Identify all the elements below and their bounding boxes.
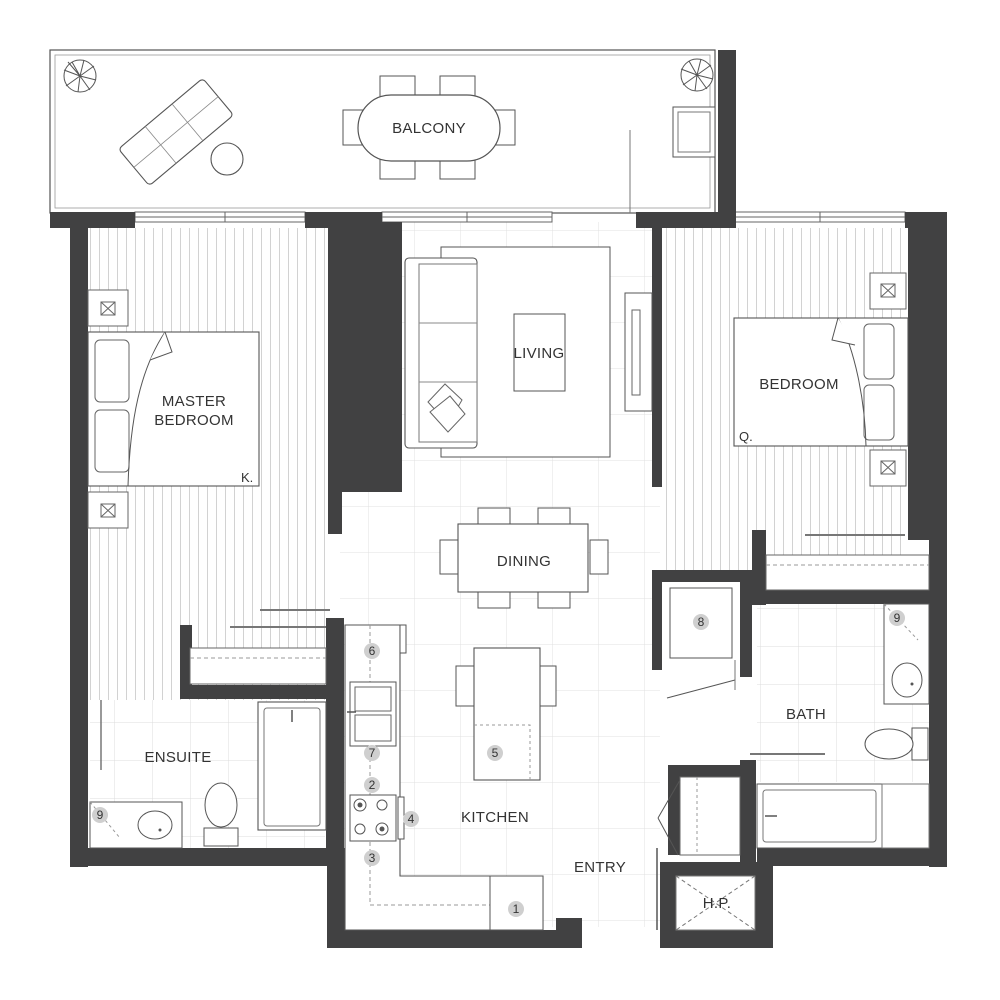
fixture-marker-9: 9	[889, 610, 905, 626]
fixture-marker-label: 7	[369, 746, 376, 760]
closet-bedroom	[765, 554, 930, 591]
plant-icon	[63, 59, 97, 93]
fixture-marker-label: 6	[369, 644, 376, 658]
living-room	[404, 246, 653, 458]
ensuite	[89, 701, 327, 849]
fixture-marker-7: 7	[364, 745, 380, 761]
fixture-marker-9: 9	[92, 807, 108, 823]
laundry	[666, 587, 736, 699]
fixture-marker-4: 4	[403, 811, 419, 827]
toilet-icon	[864, 727, 929, 761]
fixture-marker-1: 1	[508, 901, 524, 917]
label-ensuite: ENSUITE	[144, 749, 211, 766]
side-table-icon	[210, 142, 244, 176]
kitchen	[344, 624, 557, 931]
fixture-marker-label: 4	[408, 812, 415, 826]
label-master-line1: MASTER	[162, 393, 226, 410]
label-living: LIVING	[514, 345, 565, 362]
fixture-marker-5: 5	[487, 745, 503, 761]
label-dining: DINING	[497, 553, 551, 570]
label-balcony: BALCONY	[392, 120, 466, 137]
sofa-icon	[404, 257, 478, 449]
armchair-icon	[672, 106, 716, 158]
cooktop-icon	[349, 794, 397, 842]
fixture-marker-3: 3	[364, 850, 380, 866]
label-entry: ENTRY	[574, 859, 626, 876]
fixture-marker-label: 1	[513, 902, 520, 916]
fixture-marker-label: 3	[369, 851, 376, 865]
balcony-dining-set-icon	[342, 75, 516, 180]
closet-master	[189, 647, 327, 685]
tv-console-icon	[624, 292, 653, 412]
master-bedroom	[87, 289, 330, 770]
fixture-marker-label: 8	[698, 615, 705, 629]
label-bedroom-bed-size: Q.	[739, 429, 753, 444]
label-bedroom: BEDROOM	[759, 376, 839, 393]
fixture-marker-label: 9	[894, 611, 901, 625]
kitchen-island-icon	[455, 647, 557, 781]
label-master-line2: BEDROOM	[154, 412, 234, 429]
fixture-marker-2: 2	[364, 777, 380, 793]
label-master-bed-size: K.	[241, 470, 253, 485]
coffee-table-icon	[513, 313, 566, 392]
lounge-chair-icon	[119, 79, 233, 185]
fixture-marker-label: 9	[97, 808, 104, 822]
walls	[50, 50, 947, 948]
balcony-area	[49, 49, 716, 214]
fixture-marker-8: 8	[693, 614, 709, 630]
entry	[656, 776, 756, 931]
label-hp: H.P.	[703, 895, 731, 912]
windows	[134, 211, 906, 223]
fixture-marker-6: 6	[364, 643, 380, 659]
fixture-marker-label: 2	[369, 778, 376, 792]
toilet-icon	[203, 782, 239, 847]
sink-icon	[347, 681, 397, 747]
label-bath: BATH	[786, 706, 826, 723]
label-kitchen: KITCHEN	[461, 809, 529, 826]
room-labels: BALCONY LIVING MASTER BEDROOM K. BEDROOM…	[144, 120, 838, 912]
fixture-marker-label: 5	[492, 746, 499, 760]
plant-icon	[680, 58, 714, 92]
fixture-markers: 1 2 3 4 5 6 7 8 9 9	[92, 610, 905, 917]
bedroom	[733, 272, 930, 591]
dining-set-icon	[439, 507, 609, 609]
